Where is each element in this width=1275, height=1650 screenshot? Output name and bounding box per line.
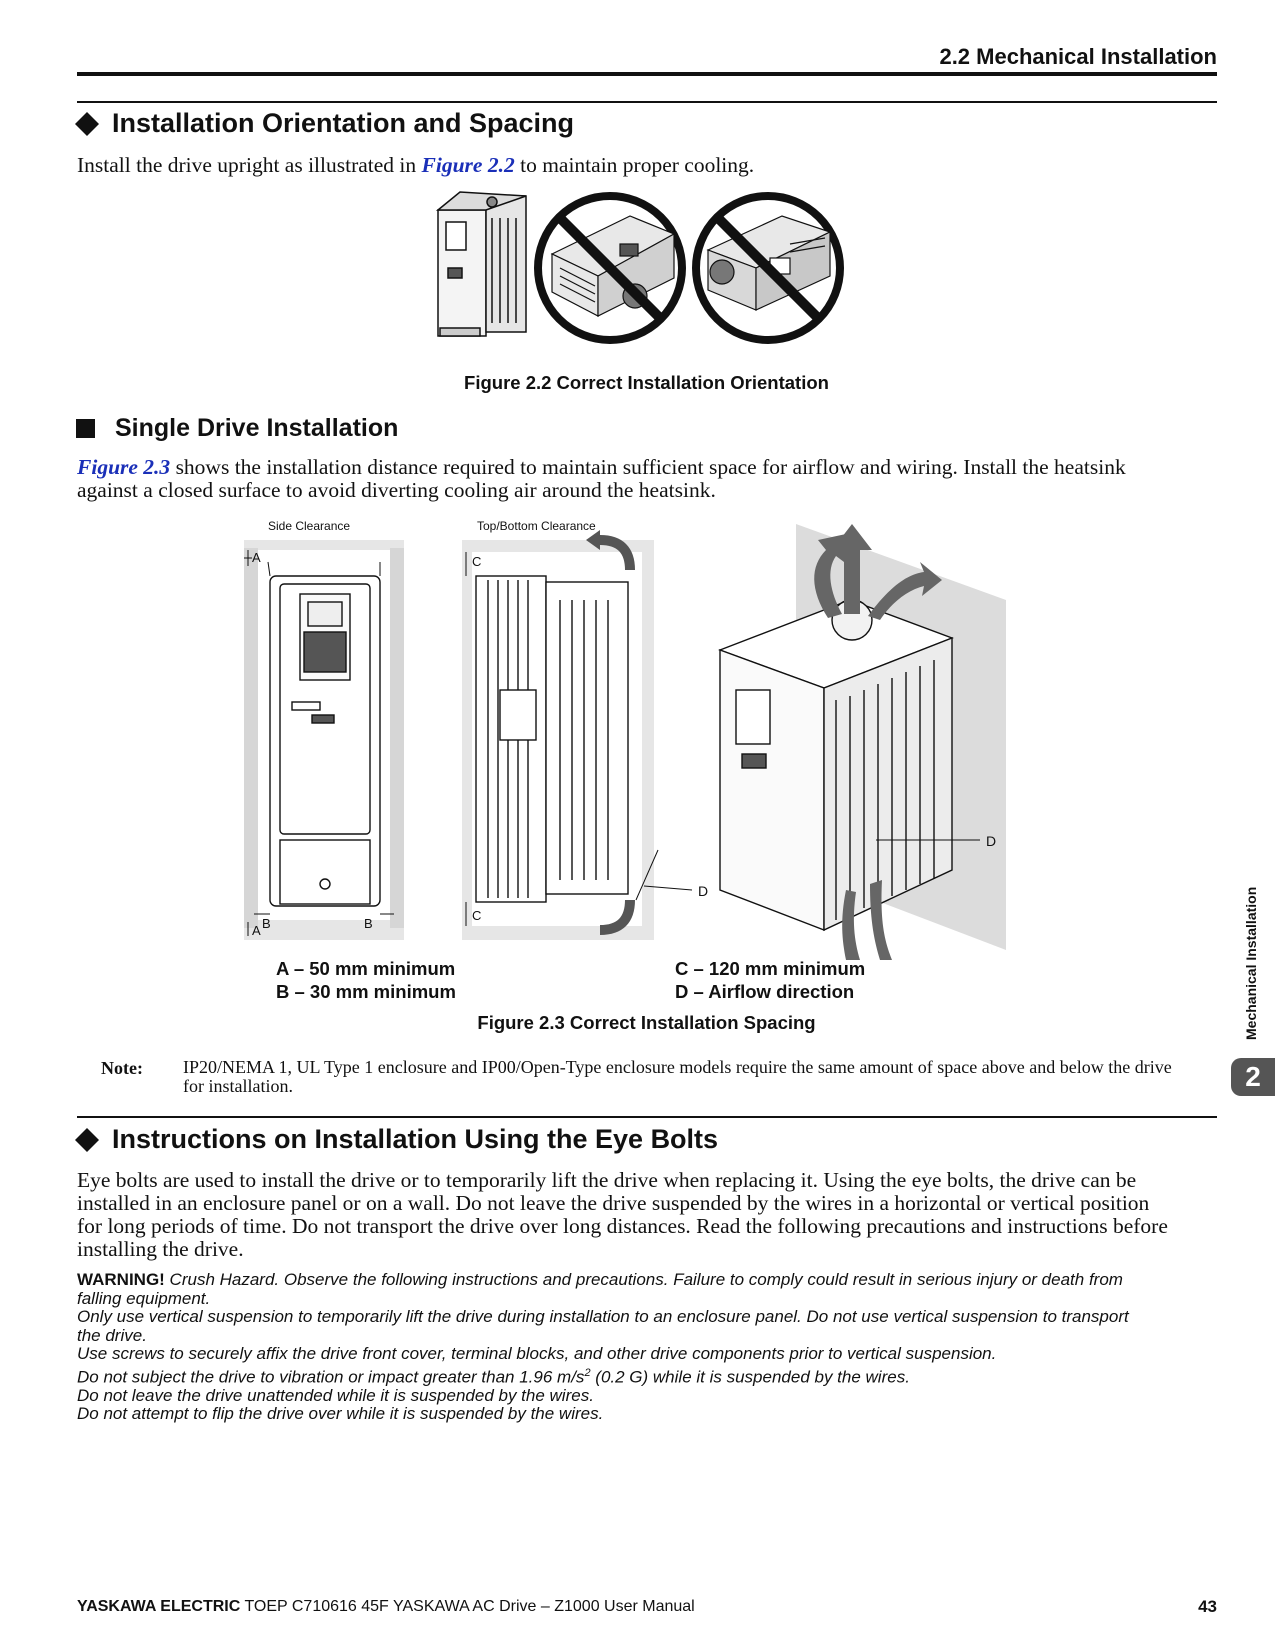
airflow-arrow-top [599, 535, 635, 571]
prohibited-sideways-drive-icon [692, 192, 844, 344]
dim-b-right: B [364, 916, 373, 931]
diamond-bullet-icon [74, 1125, 100, 1155]
figure-2-2-illustration [430, 188, 860, 348]
warning-block: WARNING! Crush Hazard. Observe the follo… [77, 1270, 1129, 1424]
side-clearance-view [244, 540, 404, 940]
intro-paragraph: Install the drive upright as illustrated… [77, 153, 755, 177]
subsection-heading: Single Drive Installation [76, 414, 398, 443]
single-drive-paragraph: Figure 2.3 shows the installation distan… [77, 455, 1126, 502]
topbottom-clearance-view [462, 530, 654, 940]
square-bullet-icon [76, 419, 95, 438]
airflow-arrow-up-3 [868, 562, 942, 620]
chapter-number-tab: 2 [1231, 1058, 1275, 1096]
side-dimension-marks [244, 550, 394, 936]
dim-a-bottom: A [252, 923, 261, 938]
eye-bolts-paragraph: Eye bolts are used to install the drive … [77, 1168, 1168, 1261]
figure-2-2-caption: Figure 2.2 Correct Installation Orientat… [464, 372, 829, 393]
dim-a-top: A [252, 550, 261, 565]
section-rule-2 [77, 1116, 1217, 1118]
side-tab-label: Mechanical Installation [1243, 886, 1259, 1040]
isometric-drive-view [718, 524, 1006, 960]
figure-2-3-caption: Figure 2.3 Correct Installation Spacing [477, 1012, 816, 1033]
note-text: IP20/NEMA 1, UL Type 1 enclosure and IP0… [183, 1057, 1172, 1096]
topbottom-clearance-label: Top/Bottom Clearance [477, 519, 596, 533]
diamond-bullet-icon [74, 109, 100, 139]
airflow-arrow-up-2 [814, 534, 846, 618]
figure-2-2-link[interactable]: Figure 2.2 [421, 153, 515, 177]
dim-c-bottom: C [472, 908, 481, 923]
section-heading-1: Installation Orientation and Spacing [74, 108, 574, 139]
section-title: Installation Orientation and Spacing [112, 108, 575, 138]
figure-2-3-link[interactable]: Figure 2.3 [77, 455, 171, 479]
running-header: 2.2 Mechanical Installation [939, 44, 1217, 69]
figure-2-3-illustration: Side Clearance A A B B [240, 510, 1070, 960]
side-clearance-label: Side Clearance [268, 519, 350, 533]
dim-b-left: B [262, 916, 271, 931]
airflow-arrow-bottom [599, 899, 635, 935]
note-label: Note: [101, 1058, 143, 1078]
warning-label: WARNING! [77, 1270, 165, 1289]
dim-d-middle: D [698, 883, 708, 899]
footer-brand: YASKAWA ELECTRIC [77, 1598, 241, 1615]
section-title: Instructions on Installation Using the E… [112, 1124, 719, 1154]
upright-drive-drawing [435, 191, 527, 337]
dim-d-right: D [986, 833, 996, 849]
section-rule-1 [77, 101, 1217, 103]
airflow-arrow-in-2 [870, 880, 892, 960]
figure-legend-right: C – 120 mm minimum D – Airflow direction [675, 958, 866, 1002]
figure-legend-left: A – 50 mm minimum B – 30 mm minimum [276, 958, 456, 1002]
section-heading-2: Instructions on Installation Using the E… [74, 1124, 718, 1155]
page-number: 43 [1198, 1597, 1217, 1616]
subsection-title: Single Drive Installation [115, 414, 399, 442]
airflow-arrow-in-1 [842, 890, 860, 960]
prohibited-horizontal-drive-icon [534, 192, 686, 344]
header-rule [77, 72, 1217, 76]
dim-c-top: C [472, 554, 481, 569]
footer-doc: YASKAWA ELECTRIC TOEP C710616 45F YASKAW… [77, 1598, 695, 1615]
